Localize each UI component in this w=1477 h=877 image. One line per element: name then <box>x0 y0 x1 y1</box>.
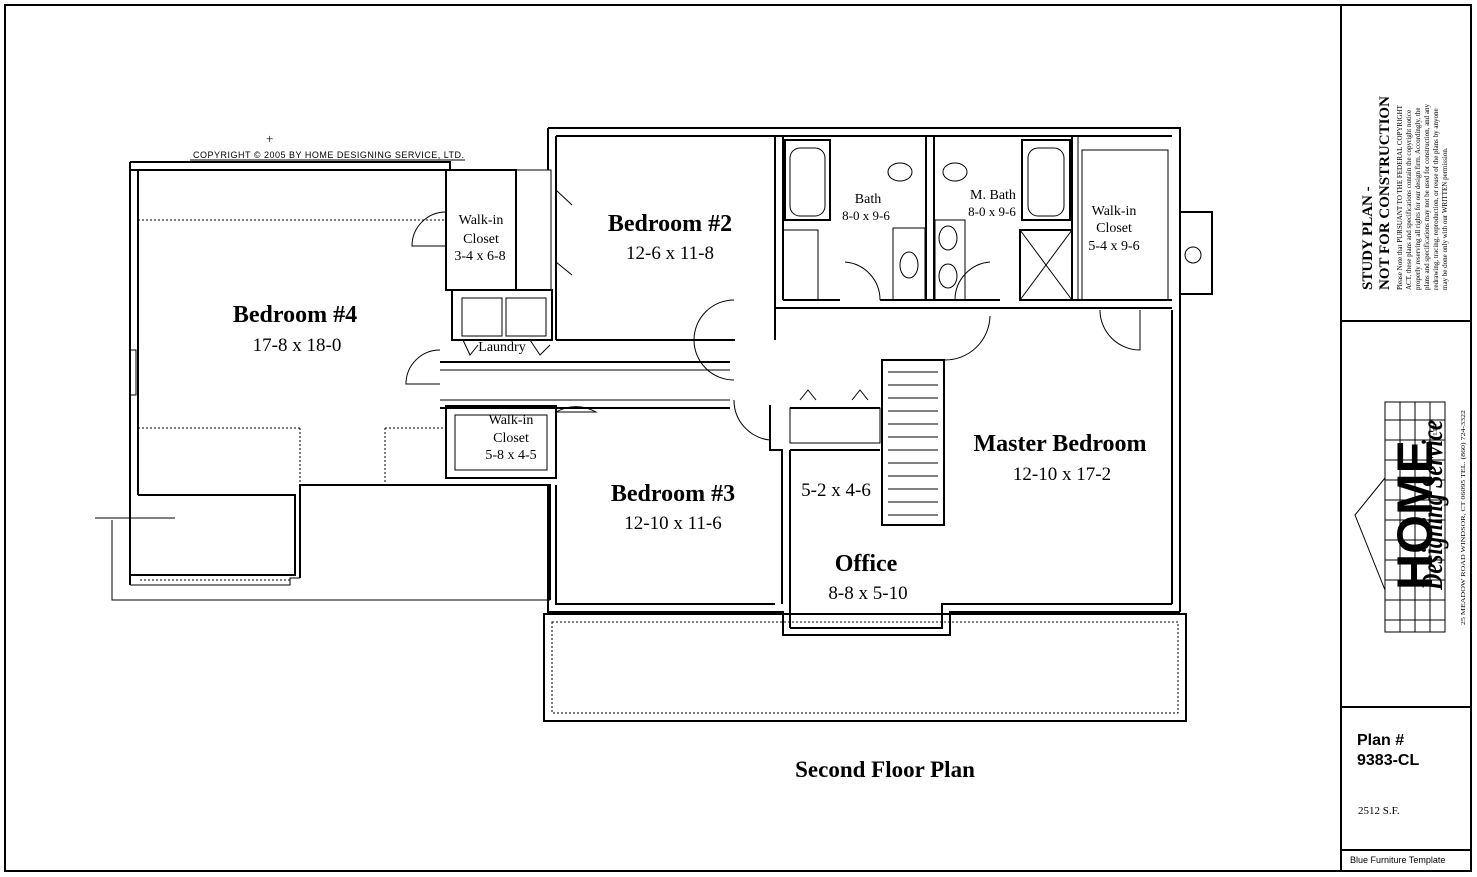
room-bedroom4-dim: 17-8 x 18-0 <box>253 335 342 356</box>
room-walkin3-line1: Walk-in <box>1092 204 1137 219</box>
logo-address: 25 MEADOW ROAD WINDSOR, CT 06095 TEL. (8… <box>1460 410 1467 625</box>
logo-ltd-text: LTD <box>1433 423 1439 435</box>
room-walkin3-line2: Closet <box>1096 221 1132 236</box>
outer-walls <box>95 127 1213 722</box>
svg-text:+: + <box>266 131 273 146</box>
copyright-note-line5: redrawing, tracing, reproduction, or reu… <box>1432 108 1440 290</box>
room-walkin2-dim: 5-8 x 4-5 <box>485 448 536 463</box>
room-walkin1-line2: Closet <box>463 232 499 247</box>
study-plan-line2: NOT FOR CONSTRUCTION <box>1377 96 1393 290</box>
plan-title: Second Floor Plan <box>795 757 975 782</box>
room-master-name: Master Bedroom <box>973 431 1146 457</box>
door-swings <box>405 189 1141 441</box>
square-feet: 2512 S.F. <box>1358 805 1400 817</box>
copyright-note-line6: may be done only with our WRITTEN permis… <box>1441 147 1449 290</box>
room-walkin1-line1: Walk-in <box>459 213 504 228</box>
copyright-text: COPYRIGHT © 2005 BY HOME DESIGNING SERVI… <box>193 150 465 160</box>
room-walkin2-line2: Closet <box>493 431 529 446</box>
company-logo: HOME Designing Service LTD 25 MEADOW ROA… <box>1354 401 1467 633</box>
room-walkin2-line1: Walk-in <box>489 413 534 428</box>
room-bedroom2-dim: 12-6 x 11-8 <box>626 243 714 264</box>
plan-number-value: 9383-CL <box>1357 752 1419 769</box>
room-laundry-name: Laundry <box>478 340 525 355</box>
room-mbath-dim: 8-0 x 9-6 <box>968 204 1016 219</box>
copyright-note-line2: ACT, these plans and specifications cont… <box>1405 110 1413 290</box>
logo-main-text: HOME <box>1387 440 1443 590</box>
logo-sub-text: Designing Service <box>1416 420 1449 591</box>
room-bath-dim: 8-0 x 9-6 <box>842 208 890 223</box>
room-bedroom3-name: Bedroom #3 <box>611 481 735 507</box>
room-mbath-name: M. Bath <box>970 188 1016 203</box>
study-plan-line1: STUDY PLAN - <box>1360 186 1376 290</box>
copyright-note-line4: plans and specifications may not be used… <box>1423 103 1431 290</box>
room-walkin1-dim: 3-4 x 6-8 <box>454 249 505 264</box>
room-office-dim: 8-8 x 5-10 <box>828 583 907 604</box>
room-office-closet-dim: 5-2 x 4-6 <box>801 480 871 501</box>
room-bedroom3-dim: 12-10 x 11-6 <box>624 513 721 534</box>
room-master-dim: 12-10 x 17-2 <box>1013 464 1111 485</box>
copyright-note-line3: properly reserving all rights for our de… <box>1414 108 1422 290</box>
room-bedroom4-name: Bedroom #4 <box>233 302 357 328</box>
copyright-note-line1: Please Note that PURSUANT TO THE FEDERAL… <box>1396 104 1404 290</box>
template-note: Blue Furniture Template <box>1350 855 1445 865</box>
study-plan-block: STUDY PLAN - NOT FOR CONSTRUCTION Please… <box>1360 96 1449 290</box>
room-bedroom2-name: Bedroom #2 <box>608 211 732 237</box>
sheet-border <box>4 4 1472 872</box>
room-office-name: Office <box>835 551 898 577</box>
room-walkin3-dim: 5-4 x 9-6 <box>1088 239 1139 254</box>
room-bath-name: Bath <box>855 192 881 207</box>
plan-number-label: Plan # <box>1357 732 1404 749</box>
